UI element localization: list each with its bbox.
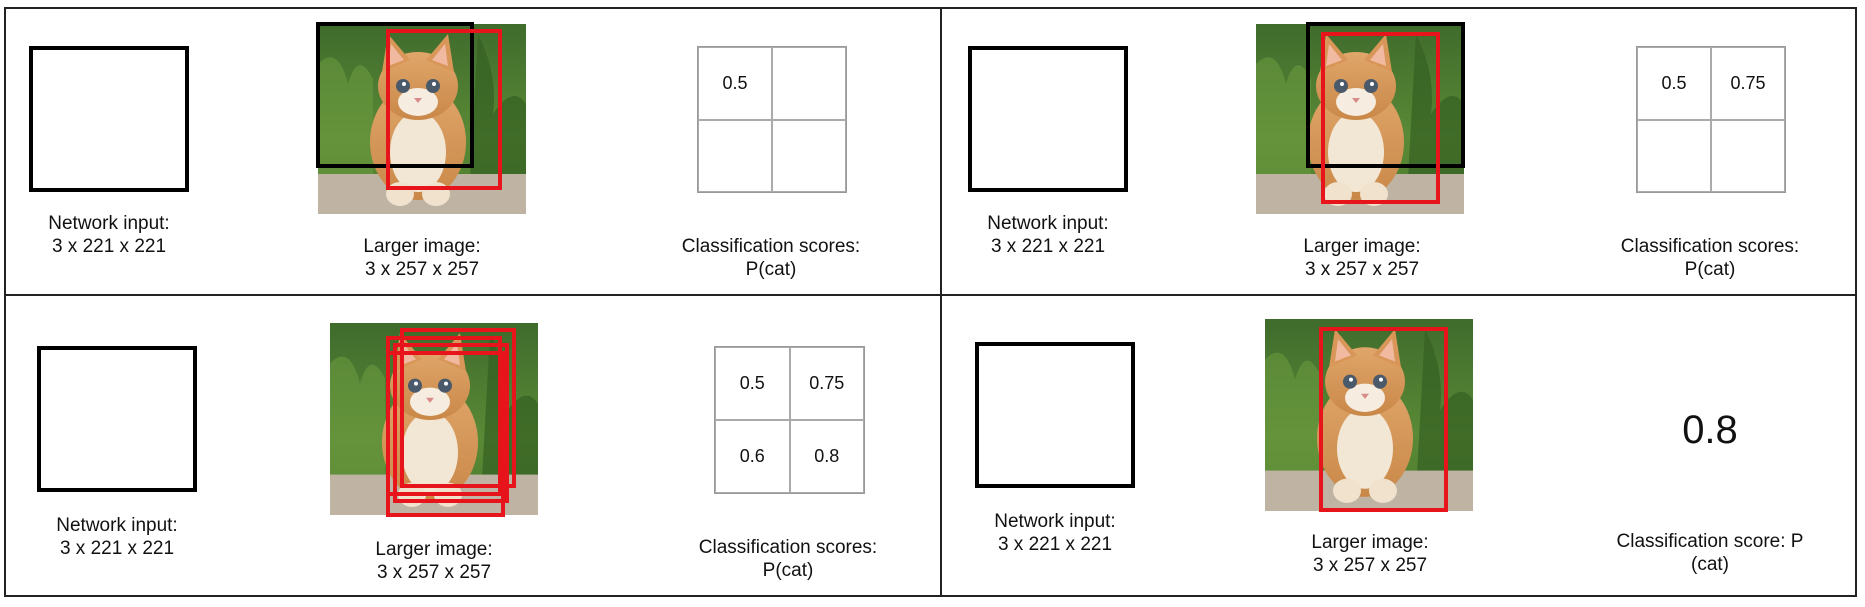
crop-window-red (1319, 327, 1448, 512)
score-cell: 0.5 (715, 347, 790, 420)
crop-window-black (316, 22, 474, 168)
larger-image-caption: Larger image: 3 x 257 x 257 (1303, 236, 1421, 280)
network-input-box (29, 46, 189, 192)
network-input-caption: Network input: 3 x 221 x 221 (994, 511, 1116, 555)
classification-caption: Classification scores: P(cat) (1620, 236, 1800, 280)
score-cell: 0.75 (789, 347, 864, 420)
score-grid: 0.5 0.75 0.6 0.8 (714, 346, 865, 494)
score-grid: 0.5 0.75 (1636, 46, 1786, 193)
crop-window-red (1321, 32, 1440, 204)
network-input-caption: Network input: 3 x 221 x 221 (987, 213, 1109, 257)
score-grid: 0.5 (697, 46, 847, 193)
network-input-box (975, 342, 1135, 488)
crop-window-black (1306, 22, 1465, 168)
score-cell: 0.5 (1637, 47, 1711, 120)
larger-image-caption: Larger image: 3 x 257 x 257 (363, 236, 481, 280)
score-cell: 0.75 (1711, 47, 1785, 120)
larger-image-caption: Larger image: 3 x 257 x 257 (1311, 532, 1429, 576)
crop-window-red (400, 328, 516, 488)
figure-border (4, 7, 1857, 597)
larger-image-caption: Larger image: 3 x 257 x 257 (375, 539, 493, 583)
crop-window-red (386, 351, 505, 517)
score-cell: 0.8 (789, 420, 864, 493)
score-cell: 0.6 (715, 420, 790, 493)
score-cell (772, 119, 846, 192)
score-cell (772, 47, 846, 120)
network-input-box (968, 46, 1128, 192)
horizontal-divider (4, 294, 1857, 296)
classification-caption: Classification score: P (cat) (1616, 531, 1804, 575)
classification-caption: Classification scores: P(cat) (698, 537, 878, 581)
final-score: 0.8 (1682, 408, 1738, 452)
crop-window-red (393, 343, 509, 503)
score-cell (1711, 119, 1785, 192)
score-cell: 0.5 (698, 47, 772, 120)
score-cell (698, 119, 772, 192)
score-cell (1637, 119, 1711, 192)
vertical-divider (940, 7, 942, 597)
crop-window-red (386, 29, 502, 190)
network-input-box (37, 346, 197, 492)
network-input-caption: Network input: 3 x 221 x 221 (56, 515, 178, 559)
classification-caption: Classification scores: P(cat) (681, 236, 861, 280)
network-input-caption: Network input: 3 x 221 x 221 (48, 213, 170, 257)
